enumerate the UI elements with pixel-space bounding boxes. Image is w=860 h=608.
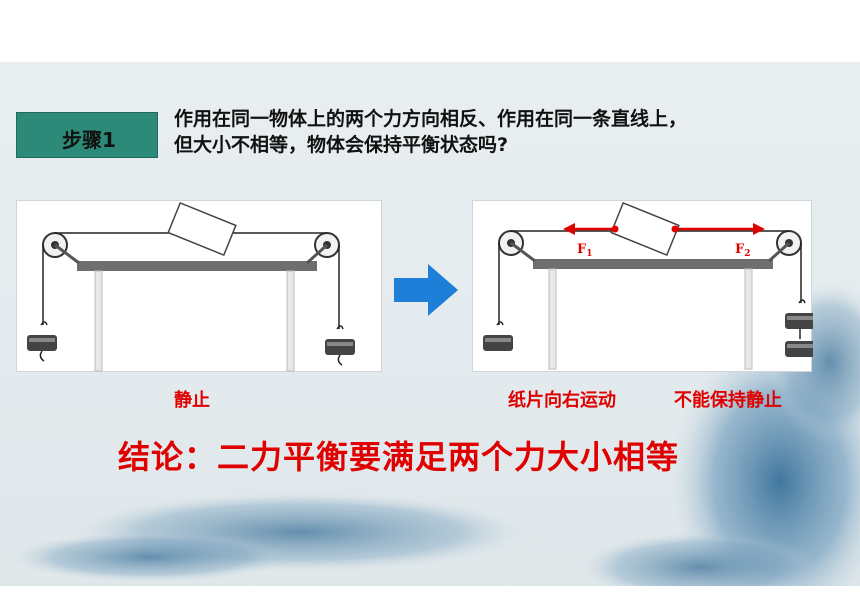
svg-text:F2: F2 (735, 242, 751, 259)
step-badge (16, 112, 158, 158)
force-arrow-f2 (671, 223, 765, 235)
step-label: 步骤1 (62, 128, 116, 152)
f1-subscript: 1 (586, 249, 592, 259)
f2-subscript: 2 (744, 249, 750, 259)
experiment-panel-left (16, 200, 382, 372)
apparatus-left-illustration (27, 201, 355, 372)
question-line-2: 但大小不相等，物体会保持平衡状态吗? (174, 134, 509, 156)
bottom-margin (0, 586, 860, 608)
f2-label: F (735, 242, 745, 257)
f1-label: F (577, 242, 587, 257)
question-line-1: 作用在同一物体上的两个力方向相反、作用在同一条直线上， (174, 108, 688, 130)
apparatus-right-illustration: F1 F2 (483, 201, 813, 370)
conclusion-text: 结论：二力平衡要满足两个力大小相等 (118, 438, 680, 476)
question-text: 作用在同一物体上的两个力方向相反、作用在同一条直线上， 但大小不相等，物体会保持… (174, 106, 854, 158)
experiment-panel-right: F1 F2 (472, 200, 813, 372)
svg-text:F1: F1 (577, 242, 593, 259)
caption-left-still: 静止 (174, 390, 210, 411)
caption-right-state: 不能保持静止 (674, 390, 782, 411)
caption-right-motion: 纸片向右运动 (508, 390, 616, 411)
force-arrow-f1 (563, 223, 619, 235)
arrow-right-icon (394, 264, 458, 316)
